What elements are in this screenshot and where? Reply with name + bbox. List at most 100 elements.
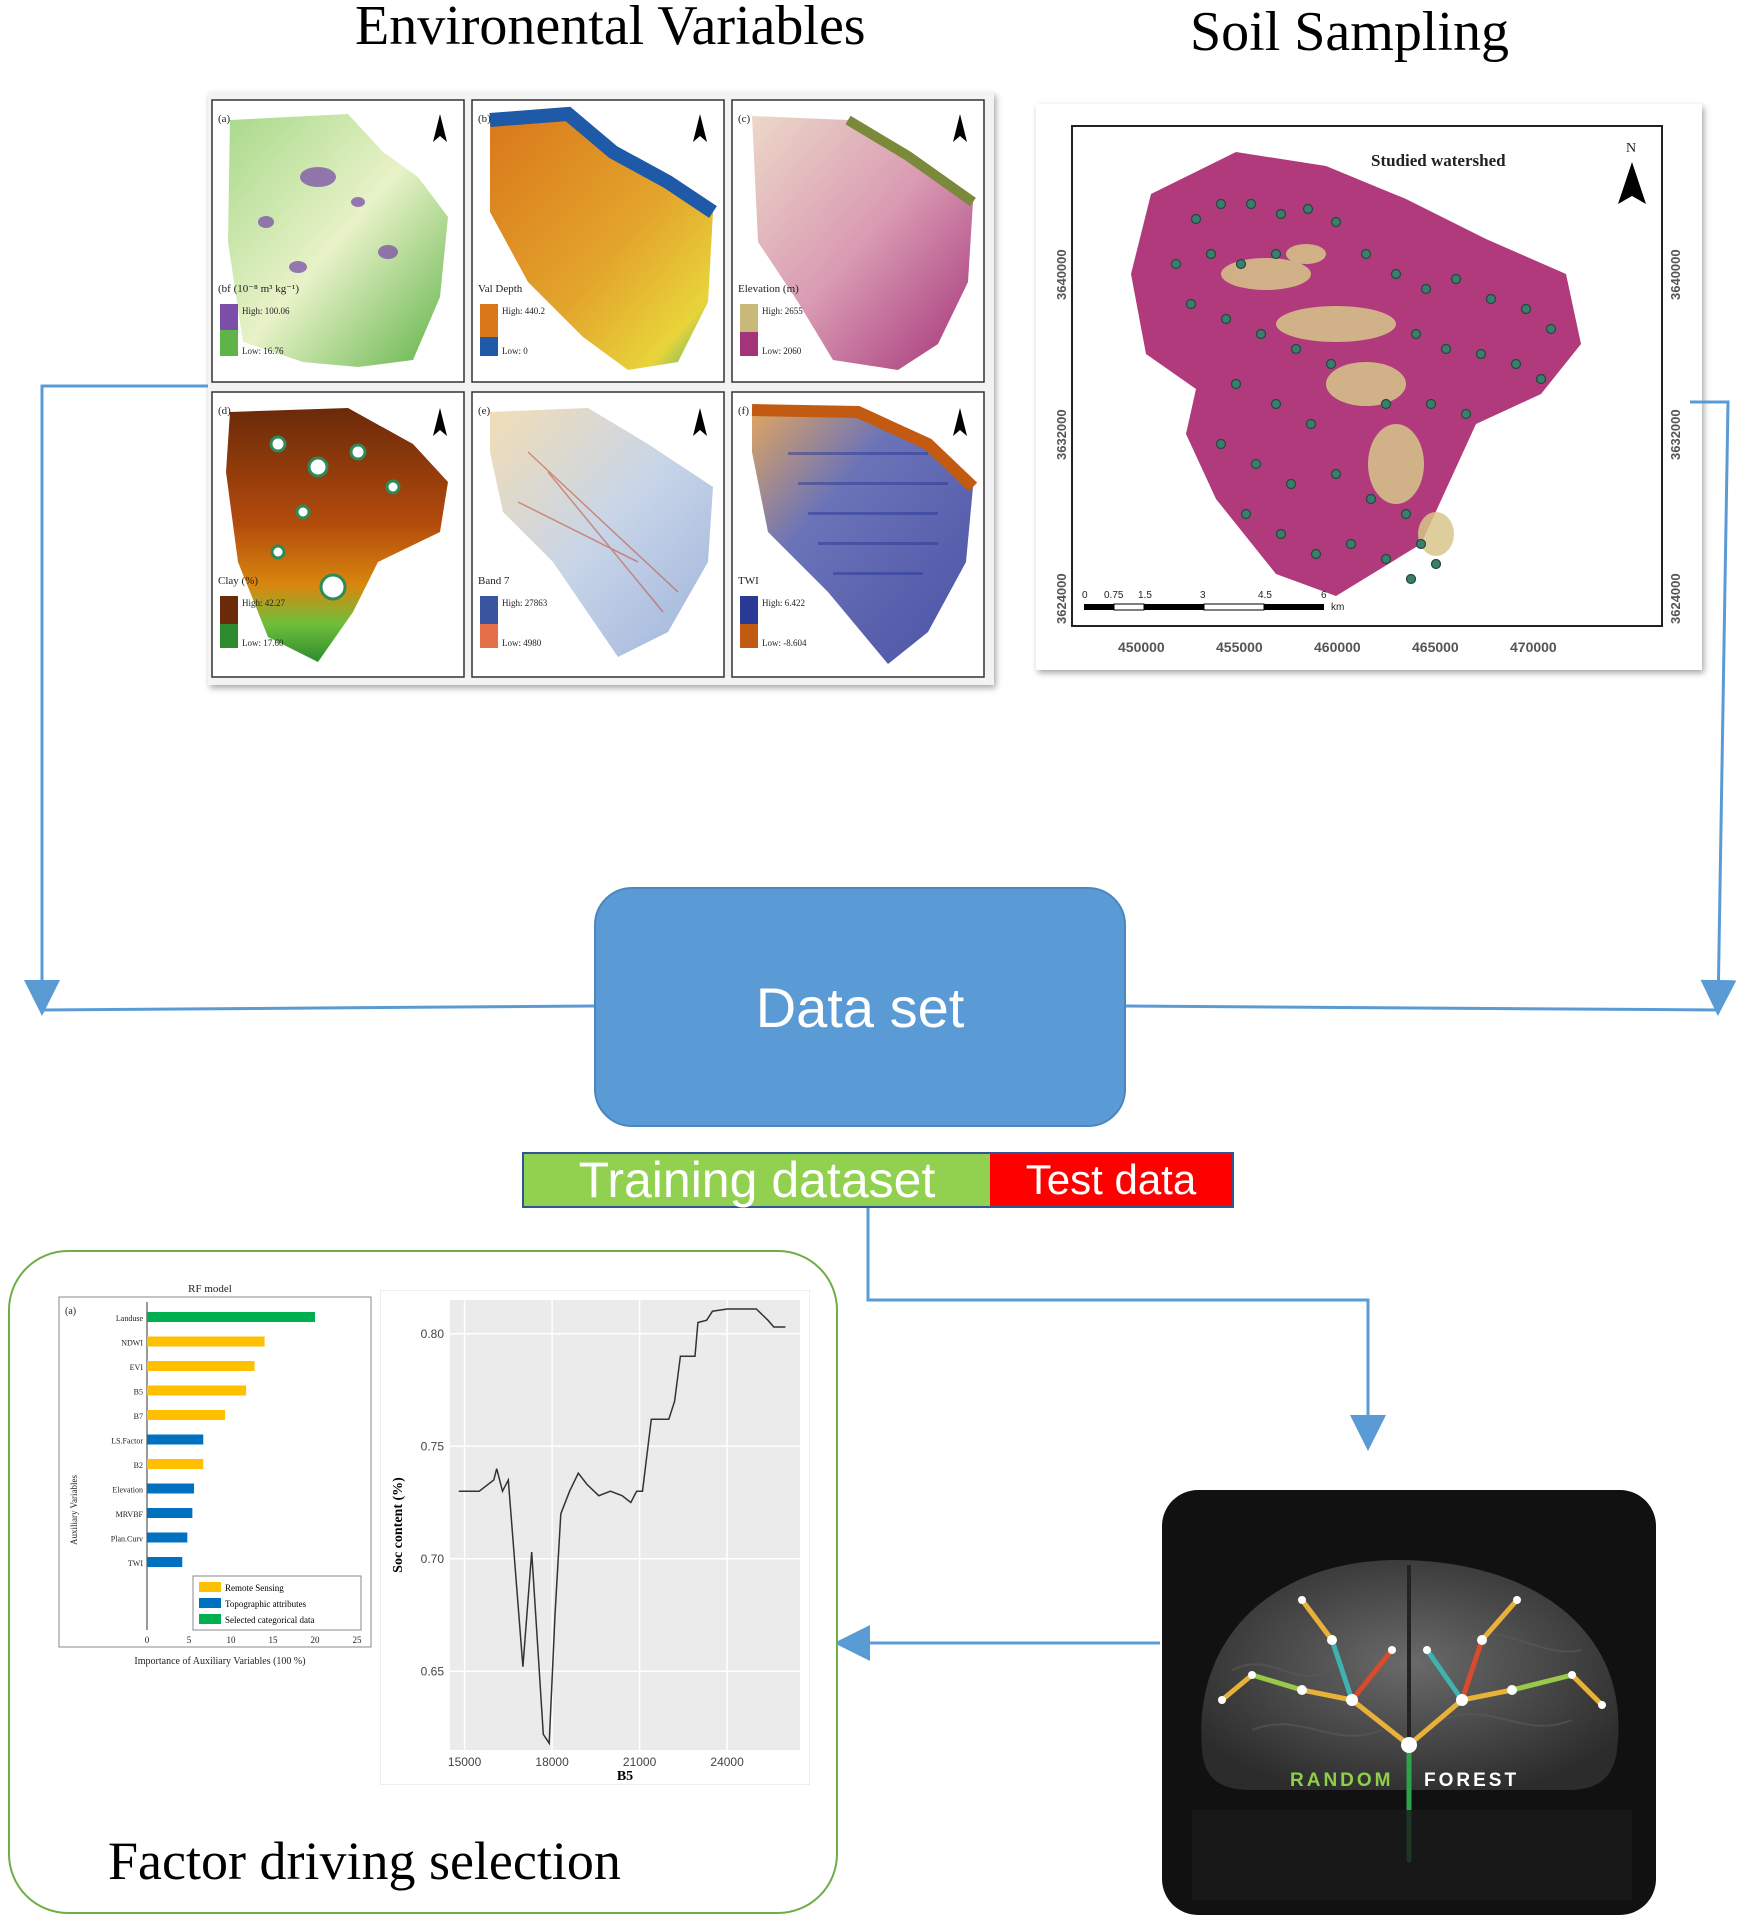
line-x-tick: 24000 <box>710 1755 744 1769</box>
soil-sampling-title: Soil Sampling <box>1190 1 1509 63</box>
y-tick-right-1: 3632000 <box>1668 409 1683 460</box>
scale-label-2: 1.5 <box>1138 590 1152 601</box>
bar-category-label: B5 <box>134 1388 143 1397</box>
bar-category-label: NDWI <box>121 1339 143 1348</box>
line-chart-y-axis-label: Soc content (%) <box>391 1477 406 1573</box>
soil-sampling-map: Studied watershed N 0 0.75 1.5 3 4.5 6 k… <box>1036 104 1702 670</box>
bar-chart-x-axis-label: Importance of Auxiliary Variables (100 %… <box>134 1656 305 1667</box>
line-x-tick: 15000 <box>448 1755 482 1769</box>
env-panel-a-label: (bf (10⁻⁸ m³ kg⁻¹) <box>218 283 299 295</box>
bar-category-label: Elevation <box>112 1486 143 1495</box>
bar-chart-legend: Remote Sensing Topographic attributes Se… <box>192 1575 362 1631</box>
soc-line <box>458 1308 786 1746</box>
random-word: RANDOM <box>1290 1770 1394 1791</box>
legend-remote-sensing: Remote Sensing <box>225 1583 284 1593</box>
legend-categorical: Selected categorical data <box>225 1615 314 1625</box>
north-arrow-icon <box>1618 162 1646 204</box>
bar-twi <box>147 1557 183 1567</box>
line-y-tick: 0.80 <box>421 1327 445 1341</box>
bar-b7 <box>147 1410 226 1420</box>
arrow-dataset-left-link <box>41 1004 595 1012</box>
line-x-tick: 18000 <box>535 1755 569 1769</box>
legend-topographic: Topographic attributes <box>225 1599 307 1609</box>
bar-x-tick: 5 <box>187 1635 192 1645</box>
bar-elevation <box>147 1483 195 1494</box>
y-tick-left-0: 3624000 <box>1054 573 1069 624</box>
bar-x-tick: 20 <box>311 1635 321 1645</box>
arrow-soil-to-right <box>1690 400 1737 1016</box>
soil-map-title: Studied watershed <box>1371 151 1506 170</box>
bar-category-label: Landuse <box>116 1314 144 1323</box>
training-dataset-segment: Training dataset <box>524 1152 990 1208</box>
bar-b5 <box>147 1385 247 1396</box>
bar-x-tick: 10 <box>227 1635 237 1645</box>
env-panel-f-label: TWI <box>738 575 759 587</box>
env-panel-f-low: Low: -8.604 <box>762 638 807 648</box>
arrow-training-to-rf <box>866 1208 1386 1451</box>
bar-mrvbf <box>147 1508 193 1518</box>
environmental-variables-title: Environental Variables <box>355 0 866 57</box>
line-y-tick: 0.65 <box>421 1664 445 1678</box>
bar-x-tick: 15 <box>269 1635 279 1645</box>
env-panel-c-high: High: 2655 <box>762 306 803 316</box>
env-panel-e-tag: (e) <box>478 405 491 417</box>
dataset-box: Data set <box>594 887 1126 1127</box>
env-panel-a-tag: (a) <box>218 113 231 125</box>
env-panel-f-high: High: 6.422 <box>762 598 805 608</box>
train-test-split-bar: Training dataset Test data <box>522 1152 1234 1208</box>
bar-category-label: Plan.Curv <box>111 1535 143 1544</box>
environmental-maps-panel: (a) (b) (c) (d) (e) (f) (bf (10⁻⁸ m³ kg⁻… <box>208 92 994 685</box>
y-tick-right-0: 3624000 <box>1668 573 1683 624</box>
bar-category-label: B7 <box>134 1412 143 1421</box>
random-forest-illustration: RANDOM FOREST <box>1192 1560 1632 1900</box>
forest-word: FOREST <box>1424 1770 1519 1791</box>
bar-x-tick: 25 <box>353 1635 363 1645</box>
scale-label-5: 6 <box>1321 590 1327 601</box>
bar-category-label: TWI <box>128 1559 143 1568</box>
line-chart-x-axis-label: B5 <box>617 1769 633 1784</box>
environmental-maps-figure: (a) (b) (c) (d) (e) (f) (bf (10⁻⁸ m³ kg⁻… <box>211 99 985 678</box>
x-tick-4: 470000 <box>1510 639 1557 655</box>
env-panel-b-low: Low: 0 <box>502 346 528 356</box>
env-panel-a-low: Low: 16.76 <box>242 346 284 356</box>
bar-b2 <box>147 1459 204 1469</box>
env-panel-e-label: Band 7 <box>478 575 510 587</box>
line-x-tick: 21000 <box>623 1755 657 1769</box>
test-data-segment: Test data <box>990 1154 1232 1206</box>
env-panel-d-label: Clay (%) <box>218 575 258 587</box>
x-tick-0: 450000 <box>1118 639 1165 655</box>
soil-sampling-figure: Studied watershed N 0 0.75 1.5 3 4.5 6 k… <box>1054 125 1683 655</box>
bar-category-label: MRVBF <box>116 1510 144 1519</box>
scale-label-1: 0.75 <box>1104 590 1124 601</box>
env-panel-b-high: High: 440.2 <box>502 306 545 316</box>
line-y-tick: 0.70 <box>421 1552 445 1566</box>
bar-category-label: B2 <box>134 1461 143 1470</box>
env-panel-d-high: High: 42.27 <box>242 598 286 608</box>
scale-label-3: 3 <box>1200 590 1206 601</box>
factor-driving-selection-label: Factor driving selection <box>108 1831 621 1891</box>
bar-category-label: LS.Factor <box>111 1437 143 1446</box>
x-tick-3: 465000 <box>1412 639 1459 655</box>
bar-chart-y-axis-label: Auxiliary Variables <box>69 1474 79 1545</box>
bar-evi <box>147 1361 255 1371</box>
arrow-env-to-left <box>24 384 208 1016</box>
env-panel-c-tag: (c) <box>738 113 751 125</box>
soil-map-north-label: N <box>1626 141 1636 156</box>
env-panel-b-tag: (b) <box>478 113 491 125</box>
partial-dependence-line-chart: 0.65 0.70 0.75 0.80 15000 18000 21000 24000 B5… <box>380 1290 810 1785</box>
env-panel-a-high: High: 100.06 <box>242 306 290 316</box>
env-panel-e-high: High: 27863 <box>502 598 548 608</box>
dataset-label: Data set <box>755 975 965 1039</box>
scale-unit: km <box>1331 602 1344 613</box>
y-tick-left-1: 3632000 <box>1054 409 1069 460</box>
line-y-tick: 0.75 <box>421 1439 445 1453</box>
importance-bar-chart: RF model (a) Auxiliary Variables Importa… <box>58 1283 372 1667</box>
bar-chart-title: RF model <box>188 1283 232 1295</box>
env-panel-e-low: Low: 4980 <box>502 638 542 648</box>
arrow-dataset-right-link <box>1125 1004 1719 1012</box>
scale-bar <box>1084 603 1324 611</box>
env-panel-d-tag: (d) <box>218 405 231 417</box>
env-panel-c-label: Elevation (m) <box>738 283 799 295</box>
env-panel-b-label: Val Depth <box>478 283 523 295</box>
